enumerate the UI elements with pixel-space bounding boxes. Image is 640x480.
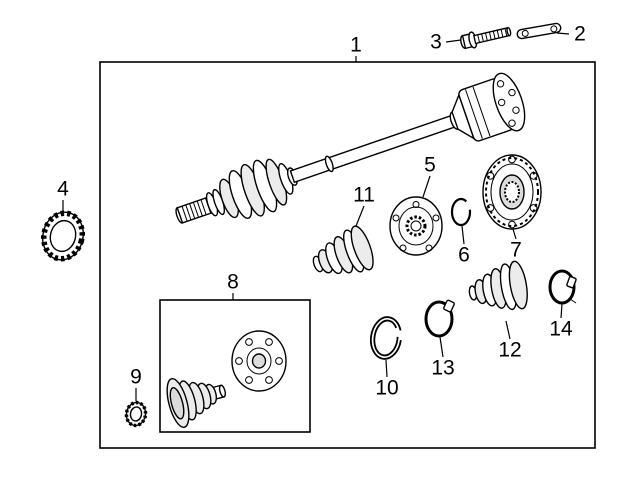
- main-diagram-box: [99, 61, 596, 449]
- callout-14-label: 14: [549, 318, 573, 341]
- part-8-flange: [231, 330, 287, 392]
- callout-2-label: 2: [574, 23, 586, 46]
- callout-5-leader: [422, 175, 431, 198]
- callout-3-leader: [445, 39, 462, 43]
- callout-6-leader: [461, 225, 465, 245]
- callout-8-label: 8: [227, 271, 239, 294]
- callout-14-leader: [560, 303, 563, 319]
- callout-12-label: 12: [498, 339, 521, 362]
- callout-11-leader: [355, 205, 365, 227]
- callout-6-label: 6: [458, 244, 470, 267]
- part-11-cv-boot: [312, 225, 374, 275]
- part-13-boot-clamp: [424, 299, 455, 338]
- callout-4-label: 4: [57, 178, 69, 201]
- callout-12-leader: [505, 320, 511, 340]
- callout-5-label: 5: [424, 154, 436, 177]
- callout-7-leader: [512, 228, 517, 240]
- part-12-cv-boot: [468, 260, 528, 311]
- callout-10-label: 10: [375, 377, 398, 400]
- part-8-boot: [166, 378, 227, 428]
- callout-10-leader: [385, 359, 388, 378]
- part-2-retaining-bracket: [516, 22, 562, 40]
- part-5-joint-flange: [389, 196, 443, 256]
- part-1-axle-shaft-assembly: [175, 72, 526, 224]
- callout-11-label: 11: [353, 184, 375, 207]
- part-14-boot-clamp: [548, 269, 577, 305]
- part-10-snap-ring: [369, 316, 403, 360]
- part-4-lock-ring: [40, 210, 86, 262]
- callout-3-label: 3: [430, 31, 442, 54]
- callout-13-label: 13: [431, 357, 454, 380]
- callout-7-label: 7: [510, 239, 522, 262]
- part-6-snap-ring: [450, 197, 472, 227]
- callout-9-label: 9: [130, 366, 142, 389]
- part-7-companion-flange: [482, 154, 542, 230]
- callout-13-leader: [439, 336, 444, 358]
- part-9-seal-ring: [124, 400, 148, 428]
- part-3-bolt: [460, 26, 512, 50]
- callout-1-label: 1: [350, 34, 362, 57]
- callout-2-leader: [556, 32, 570, 35]
- part-8-group-box: [159, 299, 311, 433]
